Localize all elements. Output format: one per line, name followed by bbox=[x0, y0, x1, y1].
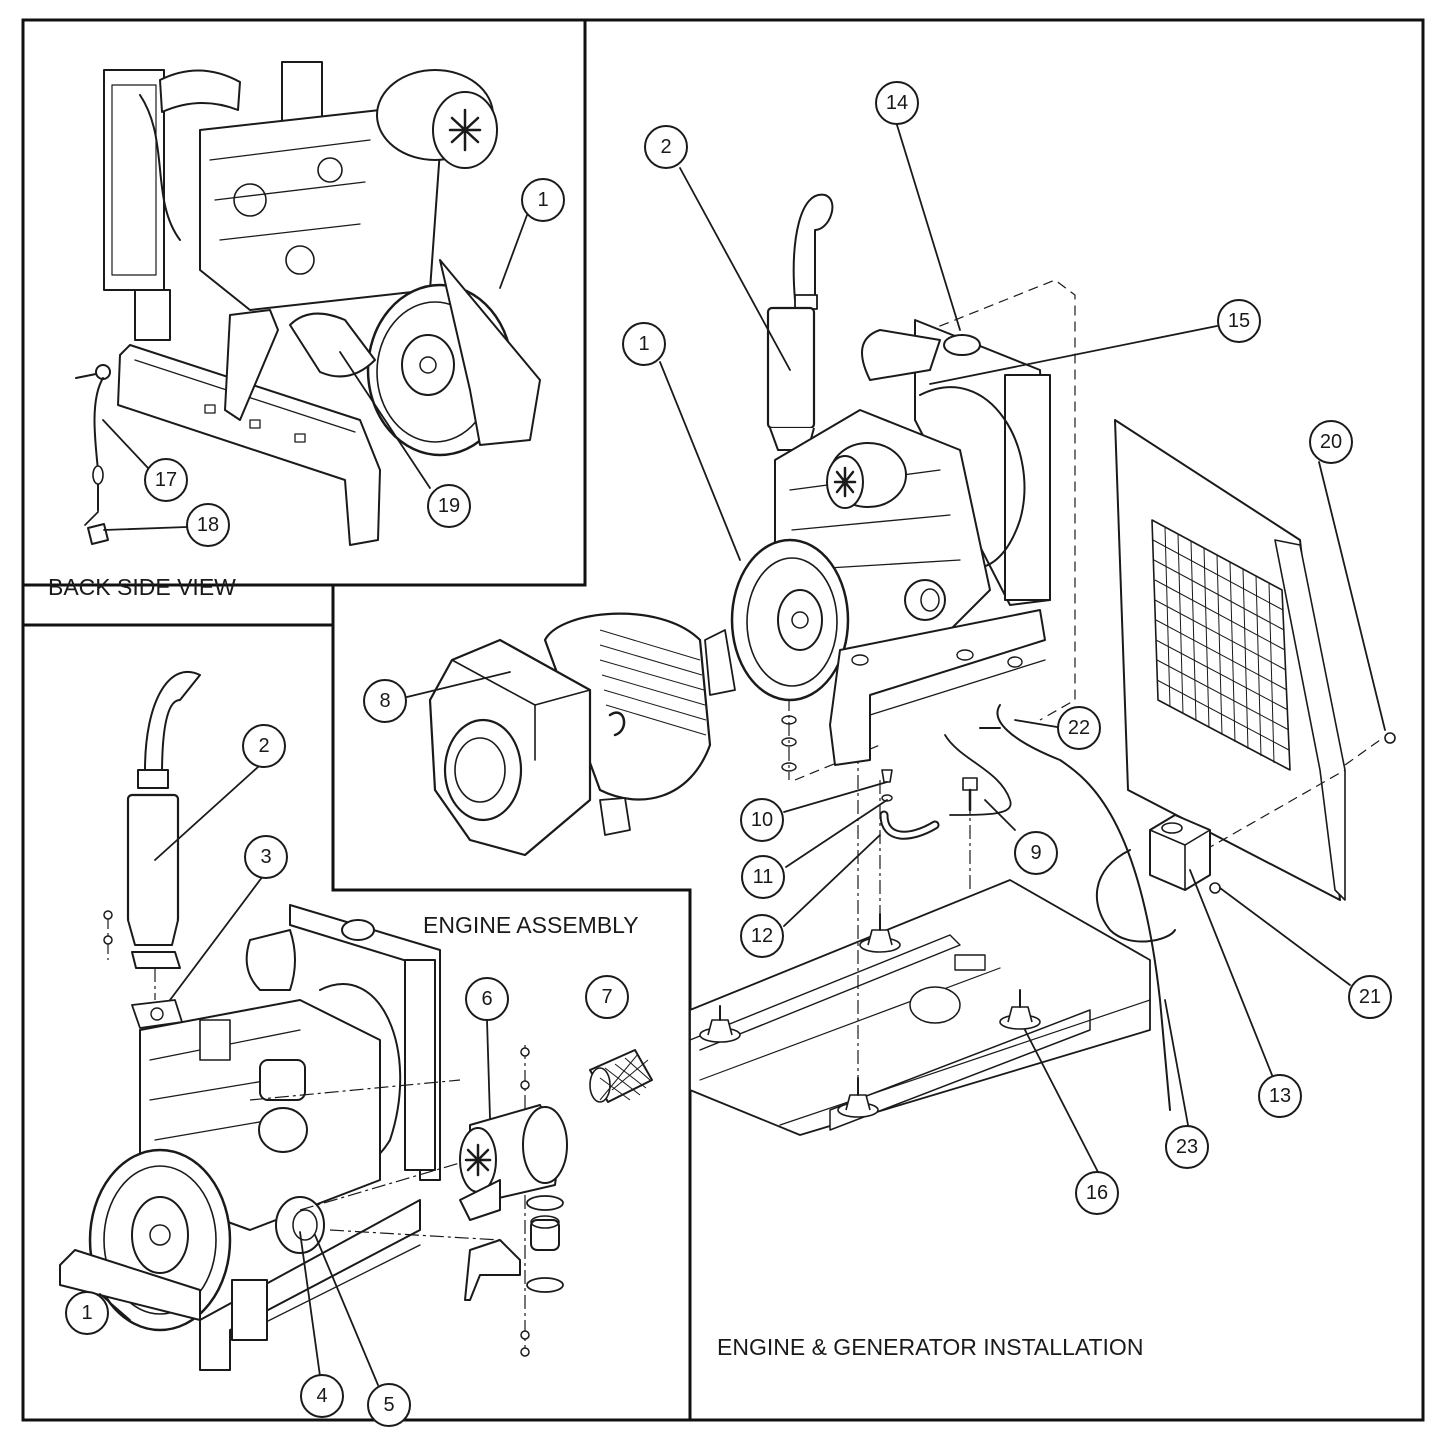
callout-inst-21: 21 bbox=[1359, 986, 1381, 1008]
coolant-tank-illustration bbox=[1149, 814, 1211, 891]
callout-inst-23: 23 bbox=[1176, 1136, 1198, 1158]
callout-inst-8: 8 bbox=[379, 690, 390, 712]
callout-inst-11: 11 bbox=[753, 866, 774, 888]
callout-asm-6: 6 bbox=[481, 988, 492, 1010]
callout-asm-1: 1 bbox=[81, 1302, 92, 1324]
callout-asm-2: 2 bbox=[258, 735, 269, 757]
engine-illustration bbox=[704, 193, 1051, 766]
callout-inst-9: 9 bbox=[1030, 842, 1041, 864]
callout-asm-3: 3 bbox=[260, 846, 271, 868]
panel-label-engine-assembly: ENGINE ASSEMBLY bbox=[423, 912, 639, 938]
callout-inst-12: 12 bbox=[751, 925, 773, 947]
callout-asm-7: 7 bbox=[601, 986, 612, 1008]
callout-inst-15: 15 bbox=[1228, 310, 1250, 332]
callout-inst-13: 13 bbox=[1269, 1085, 1291, 1107]
callout-inst-22: 22 bbox=[1068, 717, 1090, 739]
mount-illustration bbox=[699, 913, 1041, 1118]
callout-back-1: 1 bbox=[537, 189, 548, 211]
callout-circles: 1 17 18 19 2 3 6 7 1 4 5 14 2 15 1 20 8 bbox=[65, 81, 1392, 1427]
callout-back-19: 19 bbox=[438, 495, 460, 517]
callout-back-18: 18 bbox=[197, 514, 219, 536]
assembly-illustration bbox=[59, 670, 653, 1386]
callout-inst-16: 16 bbox=[1086, 1182, 1108, 1204]
panel-label-back-side-view: BACK SIDE VIEW bbox=[48, 574, 236, 600]
callout-inst-2: 2 bbox=[660, 136, 671, 158]
callout-back-17: 17 bbox=[155, 469, 177, 491]
callout-inst-10: 10 bbox=[751, 809, 773, 831]
callout-asm-4: 4 bbox=[316, 1385, 327, 1407]
callout-inst-14: 14 bbox=[886, 92, 908, 114]
callout-asm-5: 5 bbox=[383, 1394, 394, 1416]
back-view-engine bbox=[75, 61, 541, 546]
generator-illustration bbox=[428, 612, 712, 857]
callout-inst-1: 1 bbox=[638, 333, 649, 355]
installation-illustration bbox=[406, 124, 1396, 1173]
panel-label-engine-generator-installation: ENGINE & GENERATOR INSTALLATION bbox=[717, 1334, 1143, 1360]
grille-panel-illustration bbox=[1114, 419, 1346, 901]
callout-inst-20: 20 bbox=[1320, 431, 1342, 453]
